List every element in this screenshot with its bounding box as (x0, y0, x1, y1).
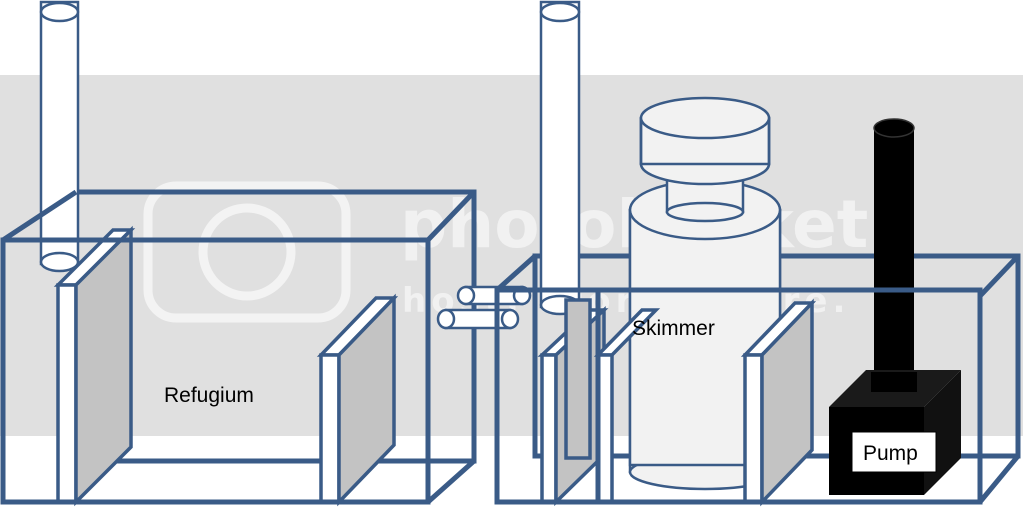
refugium-tank-front (0, 237, 431, 505)
sump-right-baffle (740, 298, 817, 507)
refugium-tank: Refugium (0, 0, 477, 507)
skimmer-drain-pipe (539, 0, 581, 309)
watermark-lens-icon (198, 203, 296, 301)
refugium-right-baffle (316, 293, 399, 507)
sump-tank-front (494, 287, 983, 505)
pump-return-pipe (874, 128, 914, 392)
return-pump: Pump (829, 118, 961, 495)
refugium-drain-pipe (39, 0, 80, 266)
refugium-label: Refugium (164, 384, 254, 407)
refugium-drain-pipe-top (39, 1, 80, 23)
pump-label-box (851, 431, 937, 473)
refugium-drain-pipe-bottom (39, 251, 80, 273)
pump-label: Pump (863, 442, 918, 465)
skimmer-label: Skimmer (632, 317, 715, 340)
refugium-left-baffle (53, 225, 136, 507)
watermark-camera-icon (143, 181, 351, 323)
sump-tank: Pump Skimmer (494, 0, 1021, 507)
sump-left-baffles (537, 298, 661, 507)
protein-skimmer (628, 96, 782, 491)
